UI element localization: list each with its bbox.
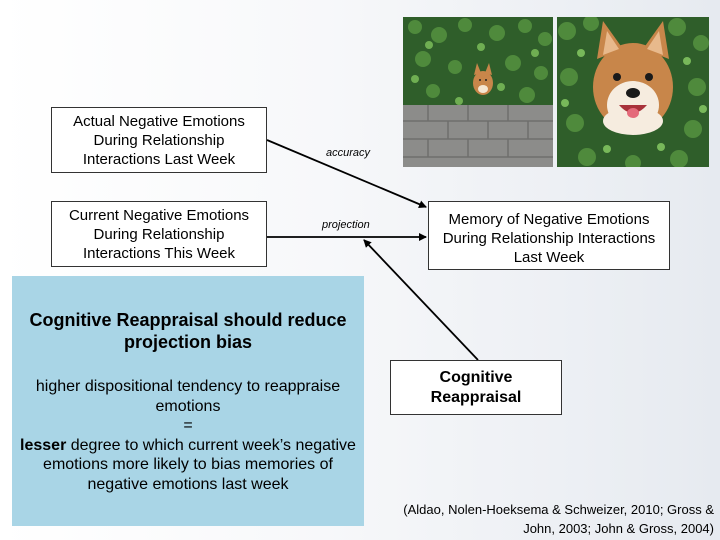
panel-equals: = [183,417,193,434]
dog-in-hedge-image [403,17,553,167]
photo-dog-in-hedge-far [403,17,553,167]
current-emotions-label: Current Negative Emotions During Relatio… [68,206,250,262]
panel-line-tendency: higher dispositional tendency to reappra… [35,378,341,415]
projection-label: projection [322,219,370,231]
current-emotions-box: Current Negative Emotions During Relatio… [51,201,267,267]
panel-line-bias: lesser degree to which current week’s ne… [12,436,364,495]
actual-emotions-label: Actual Negative Emotions During Relation… [73,112,245,168]
photo-dog-in-hedge-close [557,17,709,167]
cognitive-reappraisal-label: Cognitive Reappraisal [430,368,522,406]
memory-emotions-label: Memory of Negative Emotions During Relat… [442,211,656,266]
accuracy-label: accuracy [326,147,371,159]
memory-emotions-box: Memory of Negative Emotions During Relat… [428,201,670,270]
reappraisal-info-panel: Cognitive Reappraisal should reduce proj… [12,276,364,526]
panel-line-bias-text: degree to which current week’s negative … [43,436,356,493]
panel-emphasis: lesser [20,436,67,454]
panel-body: higher dispositional tendency to reappra… [12,377,364,494]
actual-emotions-box: Actual Negative Emotions During Relation… [51,107,267,173]
moderation-arrow [363,239,479,361]
accuracy-arrow [266,139,427,208]
cognitive-reappraisal-box: Cognitive Reappraisal [390,360,562,415]
citation: (Aldao, Nolen-Hoeksema & Schweizer, 2010… [403,502,714,536]
dog-face-image [557,17,709,167]
panel-title: Cognitive Reappraisal should reduce proj… [29,310,347,352]
